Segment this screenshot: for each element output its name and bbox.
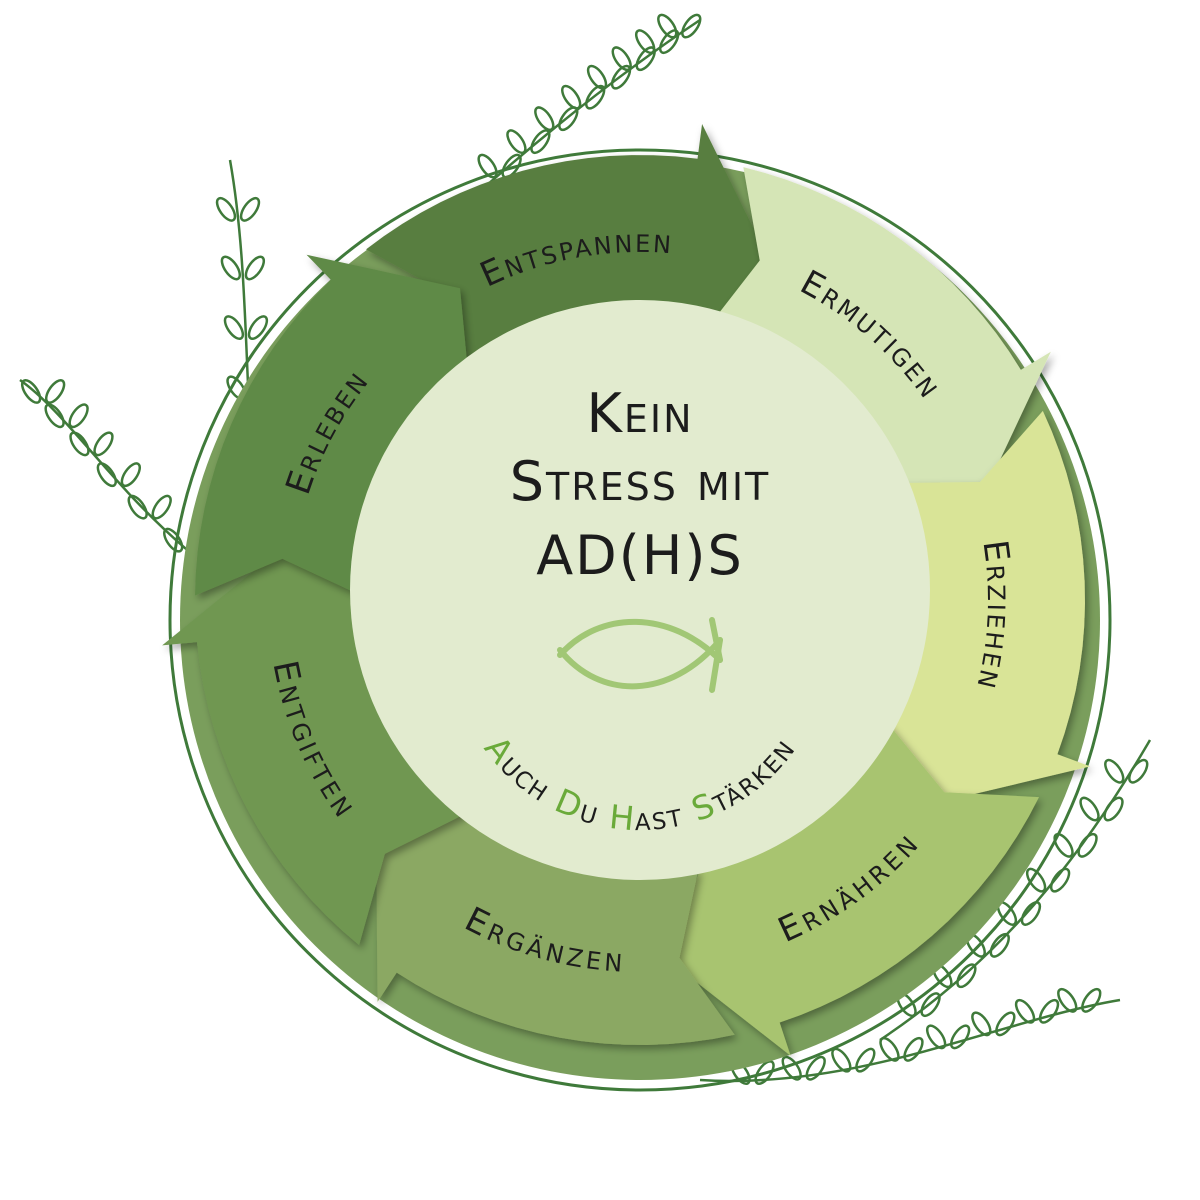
leaf-icon bbox=[956, 963, 977, 989]
leaf-icon bbox=[920, 992, 941, 1018]
leaf-icon bbox=[1014, 998, 1036, 1024]
vine-stem bbox=[879, 739, 1152, 1042]
cycle-arrow-5 bbox=[376, 800, 735, 1045]
leaf-icon bbox=[611, 46, 632, 72]
leaf-icon bbox=[610, 64, 632, 90]
leaf-icon bbox=[971, 1011, 992, 1037]
leaf-icon bbox=[1020, 901, 1042, 926]
leaf-icon bbox=[244, 255, 266, 281]
center-title-line-2: Stress mit bbox=[510, 450, 771, 513]
leaf-icon bbox=[1053, 832, 1074, 858]
leaf-icon bbox=[561, 84, 582, 110]
leaf-icon bbox=[68, 403, 89, 429]
leaf-icon bbox=[220, 255, 242, 281]
leaf-icon bbox=[805, 1055, 826, 1081]
leaf-icon bbox=[1081, 987, 1102, 1013]
cycle-arrow-3 bbox=[865, 410, 1091, 803]
leaf-icon bbox=[949, 1024, 971, 1050]
leaf-icon bbox=[151, 494, 172, 520]
leaf-icon bbox=[120, 462, 142, 488]
leaf-icon bbox=[93, 431, 114, 457]
leaf-icon bbox=[477, 153, 498, 179]
outer-circle-outline bbox=[168, 148, 1112, 1092]
leaf-icon bbox=[681, 13, 702, 39]
center-title-line-1: Kein bbox=[586, 382, 693, 445]
leaf-icon bbox=[1025, 867, 1047, 893]
leaf-icon bbox=[20, 379, 42, 404]
leaf-icon bbox=[44, 379, 66, 404]
leaf-icon bbox=[1103, 796, 1124, 822]
leaf-icon bbox=[586, 64, 608, 90]
leaf-icon bbox=[657, 13, 678, 39]
cycle-arrow-2 bbox=[703, 167, 1051, 494]
leaf-icon bbox=[903, 1036, 924, 1062]
center-title-line-3: AD(H)S bbox=[536, 524, 744, 587]
tagline-initial-h: H bbox=[608, 797, 638, 838]
leaf-icon bbox=[163, 527, 184, 553]
leaf-icon bbox=[995, 1011, 1016, 1037]
leaf-icon bbox=[855, 1047, 876, 1073]
leaf-icon bbox=[530, 129, 551, 155]
leaf-icon bbox=[1079, 796, 1100, 822]
cycle-arrow-4 bbox=[666, 721, 1039, 1056]
cycle-arrow-6 bbox=[162, 546, 467, 946]
leaf-icon bbox=[634, 29, 656, 55]
leaf-icon bbox=[239, 196, 261, 222]
leaf-icon bbox=[247, 315, 269, 340]
tagline-word-3: ast bbox=[634, 791, 699, 838]
leaf-icon bbox=[879, 1036, 900, 1062]
leaf-icon bbox=[585, 84, 606, 110]
leaf-icon bbox=[781, 1055, 802, 1081]
leaf-icon bbox=[1128, 758, 1149, 784]
cycle-arrow-7 bbox=[195, 254, 474, 598]
leaf-icon bbox=[534, 106, 555, 132]
leaf-icon bbox=[1077, 832, 1098, 858]
inner-disc bbox=[350, 300, 930, 880]
leaf-icon bbox=[506, 129, 527, 155]
leaf-icon bbox=[925, 1024, 947, 1050]
leaf-icon bbox=[69, 431, 90, 457]
leaf-icon bbox=[127, 494, 148, 520]
leaf-icon bbox=[223, 315, 245, 340]
leaf-icon bbox=[96, 462, 118, 488]
leaf-icon bbox=[989, 932, 1010, 958]
leaf-icon bbox=[215, 196, 237, 222]
leaf-icon bbox=[1038, 998, 1060, 1024]
leaf-icon bbox=[1104, 758, 1125, 784]
leaf-icon bbox=[1057, 987, 1078, 1013]
leaf-icon bbox=[754, 1060, 775, 1085]
fish-icon bbox=[557, 617, 723, 693]
leaf-icon bbox=[44, 403, 65, 429]
leaf-icon bbox=[1049, 867, 1071, 893]
